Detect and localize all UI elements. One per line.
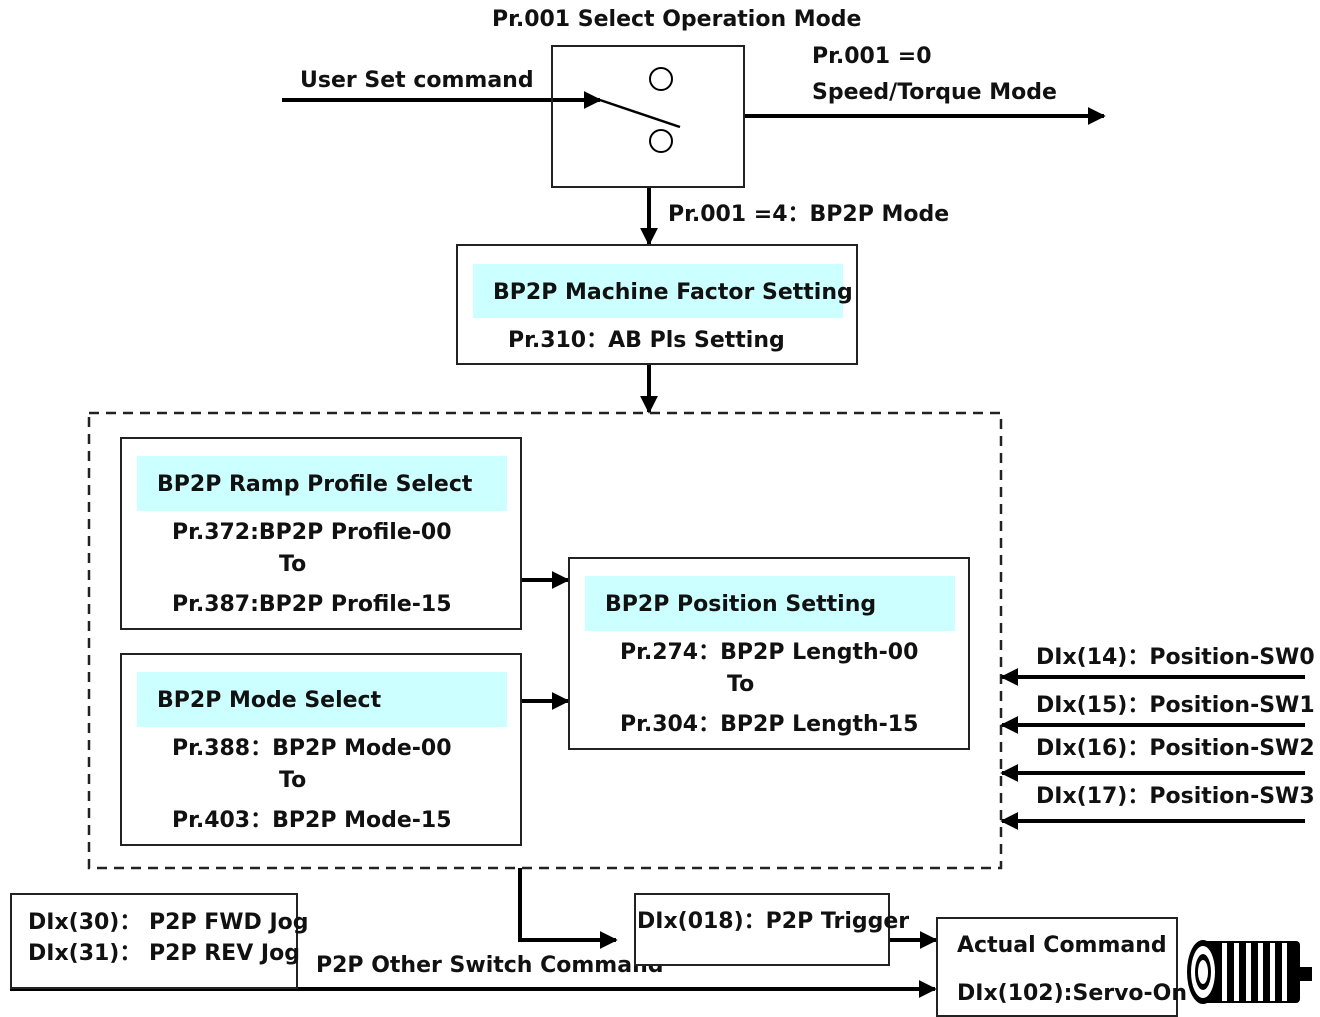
ramp-profile-line3: Pr.387:BP2P Profile-15 bbox=[172, 592, 452, 617]
machine-factor-header: BP2P Machine Factor Setting bbox=[493, 280, 853, 305]
ramp-profile-line1: Pr.372:BP2P Profile-00 bbox=[172, 520, 452, 545]
out0-mode-value: Pr.001 =0 bbox=[812, 44, 932, 69]
trigger-box bbox=[634, 893, 890, 966]
position-setting-header: BP2P Position Setting bbox=[605, 592, 877, 617]
motor-icon bbox=[1187, 940, 1312, 1004]
ramp-profile-line2: To bbox=[279, 552, 307, 577]
switch-icon bbox=[599, 67, 681, 153]
user-command-label: User Set command bbox=[300, 68, 534, 93]
mode-select-header: BP2P Mode Select bbox=[157, 688, 382, 713]
servo-on-label: DIx(102):Servo-On bbox=[957, 981, 1188, 1006]
other-switch-label: P2P Other Switch Command bbox=[316, 953, 664, 978]
dashed-group-border bbox=[87, 411, 1003, 870]
mode-select-box bbox=[120, 653, 522, 846]
position-setting-header-bg bbox=[585, 576, 955, 631]
position-setting-box bbox=[568, 557, 970, 750]
ramp-profile-header-bg bbox=[137, 456, 507, 511]
mode-select-line1: Pr.388：BP2P Mode-00 bbox=[172, 736, 452, 761]
position-sw3-label: DIx(17)：Position-SW3 bbox=[1036, 784, 1315, 809]
ramp-profile-header: BP2P Ramp Profile Select bbox=[157, 472, 473, 497]
bp2p-mode-label: Pr.001 =4：BP2P Mode bbox=[668, 202, 950, 227]
out0-mode-name: Speed/Torque Mode bbox=[812, 80, 1057, 105]
position-setting-line1: Pr.274：BP2P Length-00 bbox=[620, 640, 919, 665]
jog-fwd-label: DIx(30)： P2P FWD Jog bbox=[28, 910, 309, 935]
group-to-trigger-arrow bbox=[518, 868, 618, 949]
mode-select-header-bg bbox=[137, 672, 507, 727]
position-sw1-label: DIx(15)：Position-SW1 bbox=[1036, 693, 1315, 718]
ramp-profile-box bbox=[120, 437, 522, 630]
machine-factor-param: Pr.310：AB Pls Setting bbox=[508, 328, 785, 353]
switch-title: Pr.001 Select Operation Mode bbox=[492, 7, 862, 32]
mode-select-line2: To bbox=[279, 768, 307, 793]
mode-switch-box bbox=[551, 45, 745, 188]
jog-box bbox=[10, 893, 298, 989]
mode-select-line3: Pr.403：BP2P Mode-15 bbox=[172, 808, 452, 833]
position-setting-line3: Pr.304：BP2P Length-15 bbox=[620, 712, 919, 737]
machine-factor-box bbox=[456, 244, 858, 365]
actual-command-box bbox=[936, 917, 1178, 1017]
machine-factor-header-bg bbox=[473, 264, 843, 318]
position-sw2-label: DIx(16)：Position-SW2 bbox=[1036, 736, 1315, 761]
actual-command-label: Actual Command bbox=[957, 933, 1167, 958]
jog-rev-label: DIx(31)： P2P REV Jog bbox=[28, 941, 300, 966]
trigger-label: DIx(018)：P2P Trigger bbox=[637, 909, 910, 934]
position-setting-line2: To bbox=[727, 672, 755, 697]
position-sw0-label: DIx(14)：Position-SW0 bbox=[1036, 645, 1315, 670]
